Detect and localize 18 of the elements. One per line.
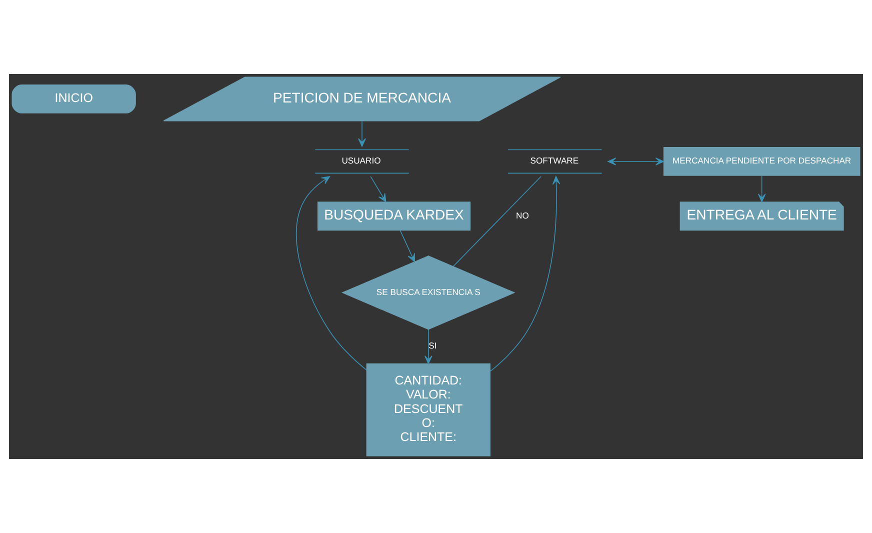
- node-box: INICIO: [12, 84, 136, 114]
- edge-label: SI: [428, 340, 437, 351]
- arrow: [358, 120, 366, 147]
- arrow: [296, 176, 367, 370]
- arrow: [424, 329, 432, 364]
- node-text: USUARIO: [342, 156, 381, 166]
- arrow: [758, 175, 766, 202]
- node-box: CANTIDAD: VALOR: DESCUENT O: CLIENTE:: [366, 363, 490, 456]
- arrow: [490, 176, 560, 372]
- node-text: SOFTWARE: [530, 156, 579, 166]
- node-diamond: SE BUSCA EXISTENCIA S: [342, 256, 516, 330]
- edge-label: NO: [516, 210, 529, 220]
- node-box: MERCANCIA PENDIENTE POR DESPACHAR: [663, 147, 860, 176]
- arrow: [370, 176, 386, 202]
- connector: [452, 176, 542, 267]
- arrow: [608, 158, 664, 166]
- node-box: BUSQUEDA KARDEX: [318, 202, 471, 231]
- arrow: [400, 230, 415, 262]
